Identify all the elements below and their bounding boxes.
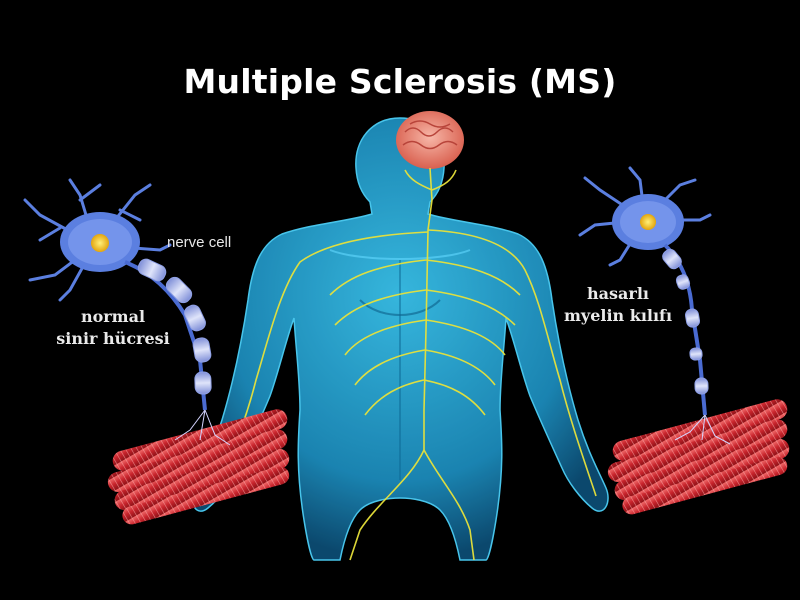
diagram-title: Multiple Sclerosis (MS) xyxy=(183,62,617,101)
nucleus xyxy=(640,214,656,230)
normal-caption-line1: normal xyxy=(80,307,146,326)
damaged-caption-line1: hasarlı xyxy=(587,284,649,303)
nucleus xyxy=(91,234,109,252)
brain xyxy=(396,111,464,169)
normal-neuron-caption: normal sinir hücresi xyxy=(38,306,188,350)
damaged-caption-line2: myelin kılıfı xyxy=(563,306,673,325)
damaged-myelin-caption: hasarlı myelin kılıfı xyxy=(543,283,693,327)
muscle-bundle-right xyxy=(607,399,790,515)
damaged-neuron xyxy=(578,166,712,416)
normal-caption-line2: sinir hücresi xyxy=(56,329,170,348)
nerve-cell-label: nerve cell xyxy=(167,234,232,251)
nervous-system xyxy=(211,167,597,561)
muscle-bundle-left xyxy=(107,409,290,525)
human-body xyxy=(191,117,609,561)
normal-neuron xyxy=(23,178,212,411)
